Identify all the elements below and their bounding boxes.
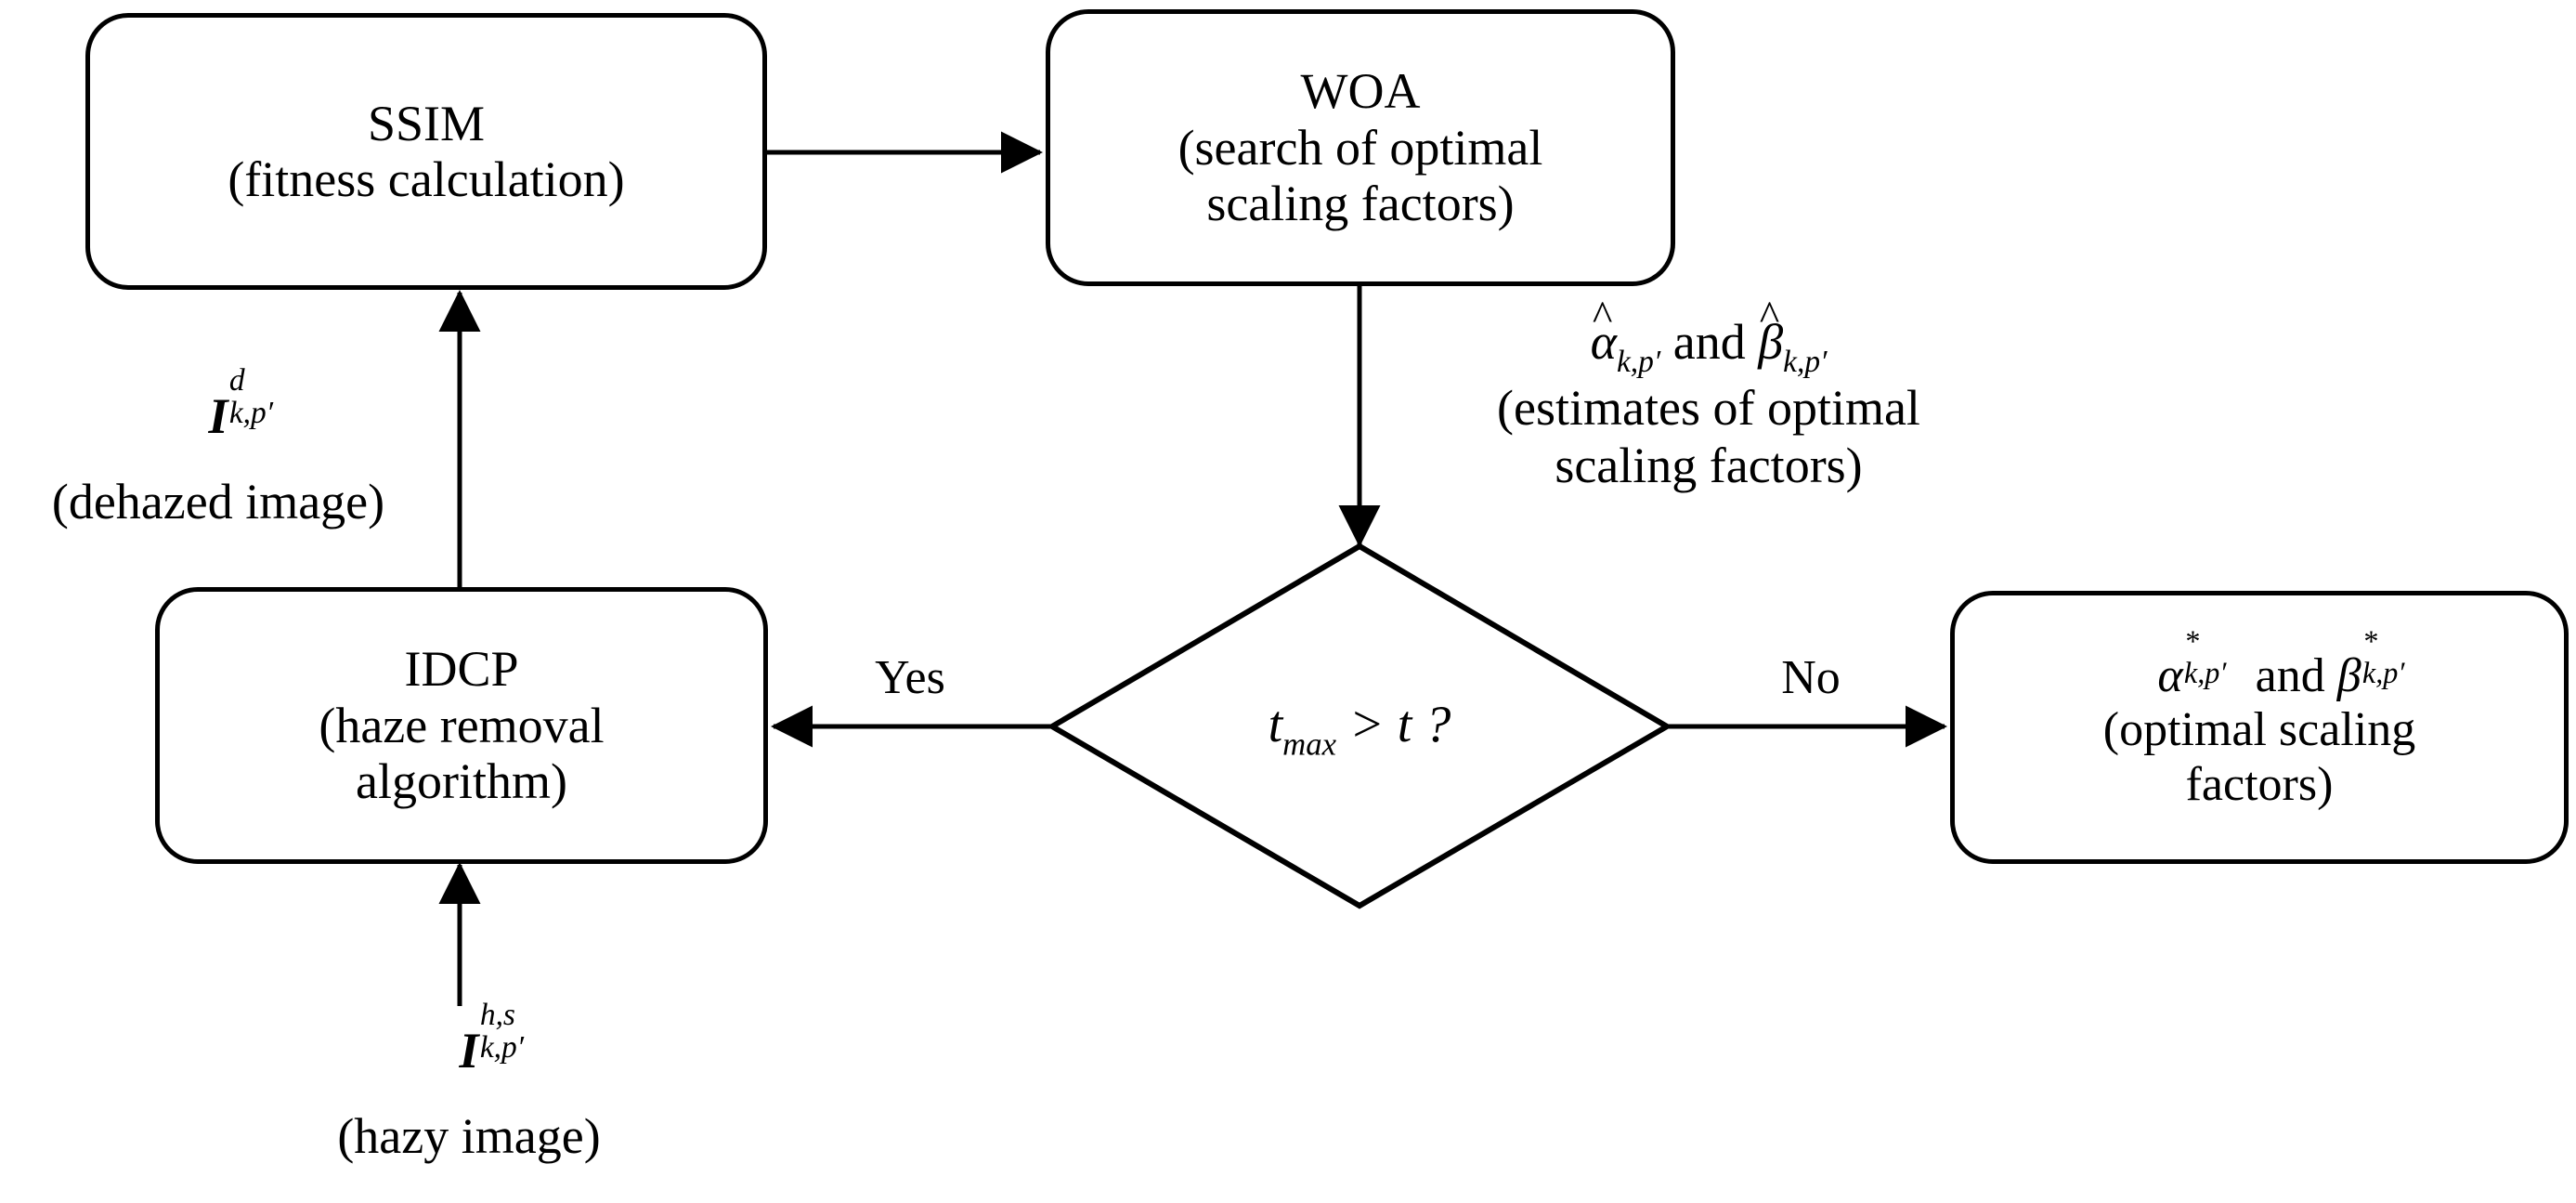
node-idcp-subtitle-line2: algorithm) bbox=[356, 753, 567, 810]
hazy-caption: (hazy image) bbox=[337, 1107, 601, 1164]
t-symbol: t bbox=[1268, 696, 1283, 753]
node-optimal-subtitle-line1: (optimal scaling bbox=[2102, 703, 2416, 757]
node-idcp-subtitle-line1: (haze removal bbox=[319, 697, 605, 753]
estimate-beta-symbol: β bbox=[1758, 314, 1784, 370]
label-estimates-of-optimal-scaling-factors: α^k,p′ and β^k,p′ (estimates of optimal … bbox=[1421, 292, 1997, 494]
estimate-alpha-subscript: k,p′ bbox=[1616, 345, 1661, 380]
t-max-subscript: max bbox=[1282, 726, 1337, 763]
node-ssim[interactable]: SSIM (fitness calculation) bbox=[85, 13, 767, 290]
node-ssim-subtitle: (fitness calculation) bbox=[228, 151, 625, 207]
estimates-caption-line2: scaling factors) bbox=[1555, 437, 1863, 493]
and-conjunction-optimal: and bbox=[2255, 649, 2325, 703]
node-woa-title: WOA bbox=[1300, 63, 1421, 120]
alpha-symbol: α bbox=[2157, 649, 2183, 703]
node-woa-subtitle-line2: scaling factors) bbox=[1206, 176, 1515, 232]
dehazed-I-symbol: I bbox=[208, 388, 228, 444]
node-woa[interactable]: WOA (search of optimal scaling factors) bbox=[1046, 9, 1675, 286]
estimate-beta-subscript: k,p′ bbox=[1783, 345, 1828, 380]
estimates-caption-line1: (estimates of optimal bbox=[1497, 380, 1920, 437]
edge-label-no: No bbox=[1781, 651, 1841, 704]
edge-label-yes: Yes bbox=[875, 651, 945, 704]
node-idcp[interactable]: IDCP (haze removal algorithm) bbox=[155, 587, 768, 864]
node-woa-subtitle-line1: (search of optimal bbox=[1177, 119, 1543, 176]
beta-hat-mark: ^ bbox=[1759, 292, 1780, 340]
node-idcp-title: IDCP bbox=[404, 641, 519, 698]
estimate-alpha-symbol: α bbox=[1590, 314, 1617, 370]
node-ssim-title: SSIM bbox=[367, 95, 486, 151]
node-optimal-scaling-factors[interactable]: α*k,p′ and β*k,p′ (optimal scaling facto… bbox=[1950, 591, 2569, 864]
node-optimal-subtitle-line2: factors) bbox=[2185, 757, 2334, 811]
estimates-formula: α^k,p′ and β^k,p′ bbox=[1421, 292, 1997, 380]
and-conjunction-estimates: and bbox=[1672, 314, 1746, 370]
alpha-hat-mark: ^ bbox=[1592, 292, 1613, 340]
dehazed-caption: (dehazed image) bbox=[51, 473, 385, 530]
alpha-hat-wrap: α^ bbox=[1590, 292, 1617, 372]
beta-symbol: β bbox=[2336, 649, 2361, 703]
node-optimal-formula: α*k,p′ and β*k,p′ bbox=[2157, 624, 2405, 703]
decision-condition-rest: > t ? bbox=[1349, 696, 1451, 753]
beta-hat-wrap: β^ bbox=[1758, 292, 1784, 372]
decision-condition-label: tmax > t ? bbox=[1174, 695, 1545, 764]
hazy-I-symbol: I bbox=[459, 1023, 479, 1079]
